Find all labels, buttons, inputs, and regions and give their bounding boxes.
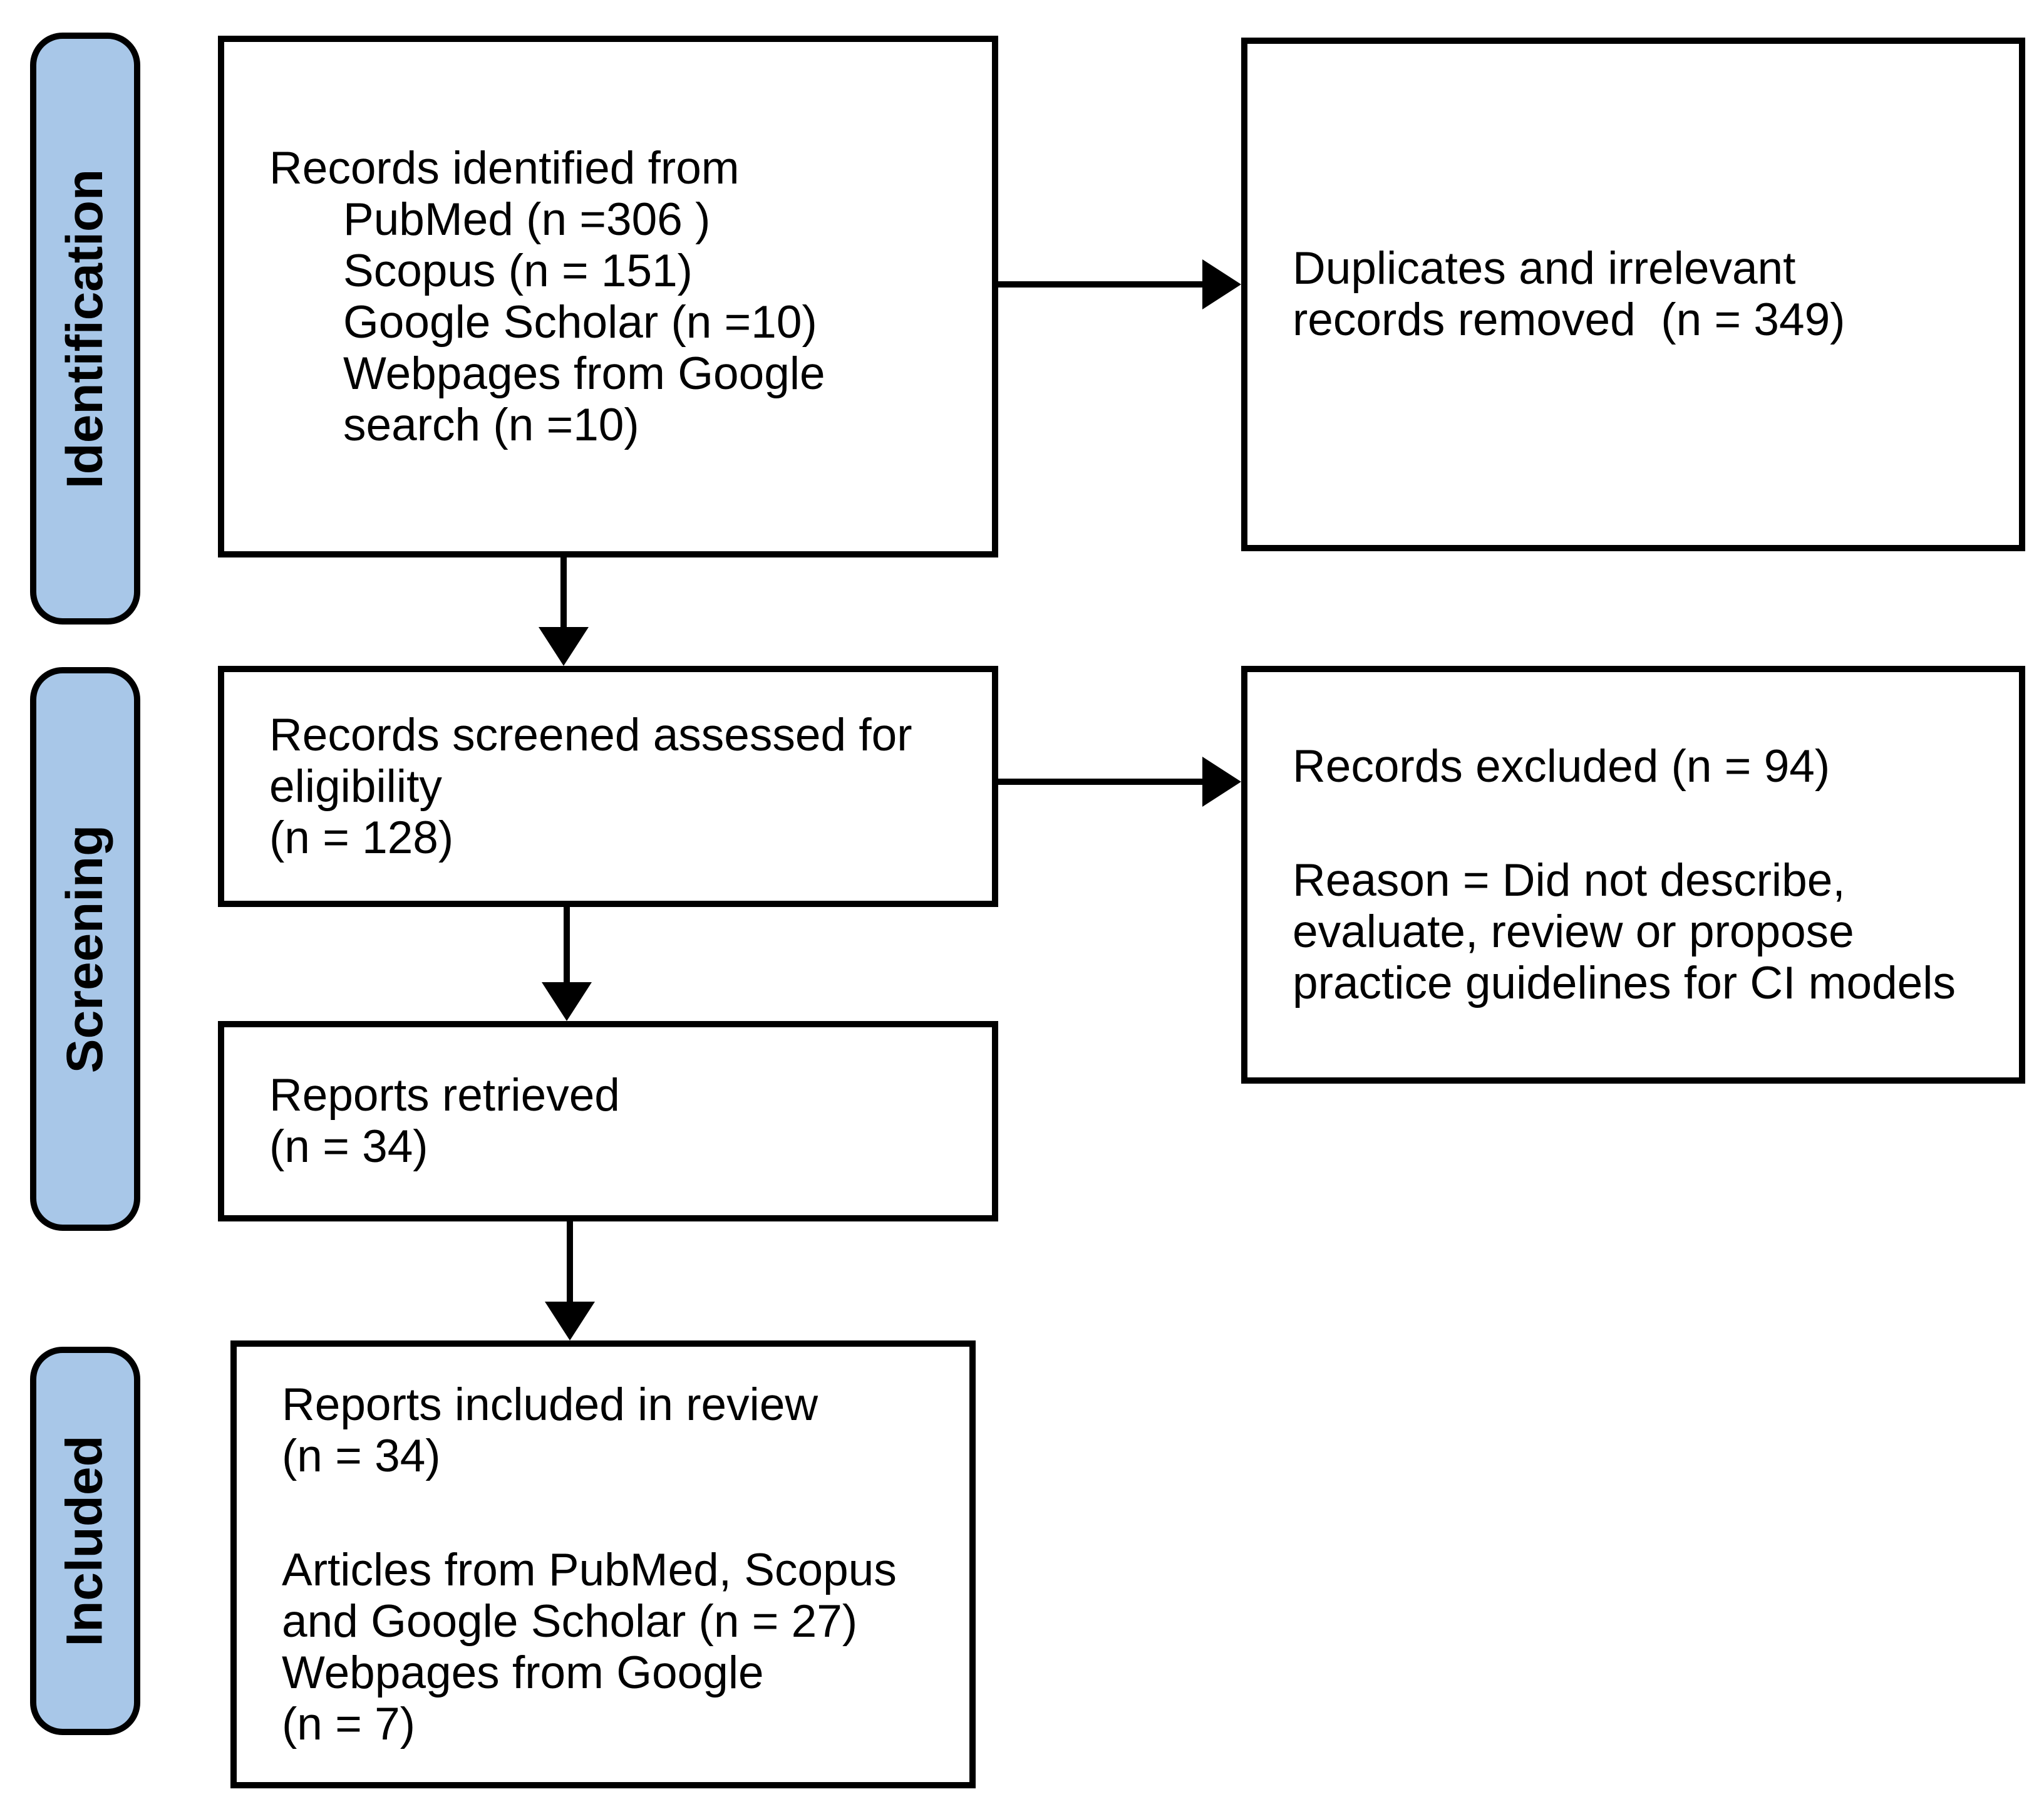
box-text-line xyxy=(282,1482,954,1545)
box-text-line: PubMed (n =306 ) xyxy=(343,194,711,245)
box-reports-included: Reports included in review (n = 34) Arti… xyxy=(230,1340,976,1788)
stage-label-included-text: Included xyxy=(56,1435,114,1647)
box-text-line: Records identified from xyxy=(269,142,740,194)
box-records-screened: Records screened assessed for eligibilit… xyxy=(218,666,998,907)
arrowhead-right-icon xyxy=(1202,757,1241,807)
arrowhead-down-icon xyxy=(542,982,592,1021)
arrow-screened-to-excluded xyxy=(998,757,1241,807)
arrow-identified-to-duplicates xyxy=(998,259,1241,309)
box-text-line: Reports included in review xyxy=(282,1379,818,1430)
box-text-line: Webpages from Google xyxy=(282,1647,764,1698)
stage-label-screening: Screening xyxy=(30,667,140,1231)
arrowhead-down-icon xyxy=(539,627,589,666)
box-text-line: Google Scholar (n =10) xyxy=(343,296,817,348)
box-text-line: (n = 128) xyxy=(269,812,454,863)
box-text-line: Duplicates and irrelevant xyxy=(1293,243,1796,294)
box-records-identified: Records identified from PubMed (n =306 )… xyxy=(218,36,998,557)
box-text-line: (n = 34) xyxy=(269,1121,428,1172)
box-text-line: records removed (n = 349) xyxy=(1293,294,1845,345)
stage-label-screening-text: Screening xyxy=(56,824,113,1074)
box-text-line: and Google Scholar (n = 27) xyxy=(282,1595,858,1647)
box-text-line: practice guidelines for CI models xyxy=(1293,957,1956,1008)
box-duplicates-removed: Duplicates and irrelevant records remove… xyxy=(1241,38,2025,551)
arrow-line xyxy=(998,779,1202,785)
box-text-line: evaluate, review or propose xyxy=(1293,906,1854,957)
box-text-line: eligibility xyxy=(269,760,442,812)
arrow-line xyxy=(560,557,567,627)
arrowhead-down-icon xyxy=(545,1302,595,1340)
box-reports-retrieved: Reports retrieved (n = 34) xyxy=(218,1021,998,1221)
box-text-line: Reason = Did not describe, xyxy=(1293,854,1845,906)
arrowhead-right-icon xyxy=(1202,259,1241,309)
box-text-line: Webpages from Google xyxy=(343,348,825,399)
box-text-line xyxy=(1293,792,2004,855)
box-text-line: Reports retrieved xyxy=(269,1070,620,1121)
box-text-line: Records excluded (n = 94) xyxy=(1293,740,1830,792)
stage-label-identification-text: Identification xyxy=(56,168,113,489)
arrow-retrieved-to-included xyxy=(542,1221,598,1340)
box-records-excluded: Records excluded (n = 94) Reason = Did n… xyxy=(1241,666,2025,1084)
box-text-line: (n = 7) xyxy=(282,1698,416,1750)
stage-label-identification: Identification xyxy=(30,33,140,625)
arrow-line xyxy=(567,1221,573,1302)
arrow-screened-to-retrieved xyxy=(539,907,595,1021)
arrow-identified-to-screened xyxy=(535,557,592,666)
box-text-line: Articles from PubMed, Scopus xyxy=(282,1544,897,1595)
box-text-line: (n = 34) xyxy=(282,1430,441,1481)
arrow-line xyxy=(564,907,570,982)
stage-label-included: Included xyxy=(30,1347,140,1735)
box-text-line: Records screened assessed for xyxy=(269,709,912,760)
box-text-line: Scopus (n = 151) xyxy=(343,245,693,296)
box-text-line: search (n =10) xyxy=(343,399,639,450)
arrow-line xyxy=(998,281,1202,288)
